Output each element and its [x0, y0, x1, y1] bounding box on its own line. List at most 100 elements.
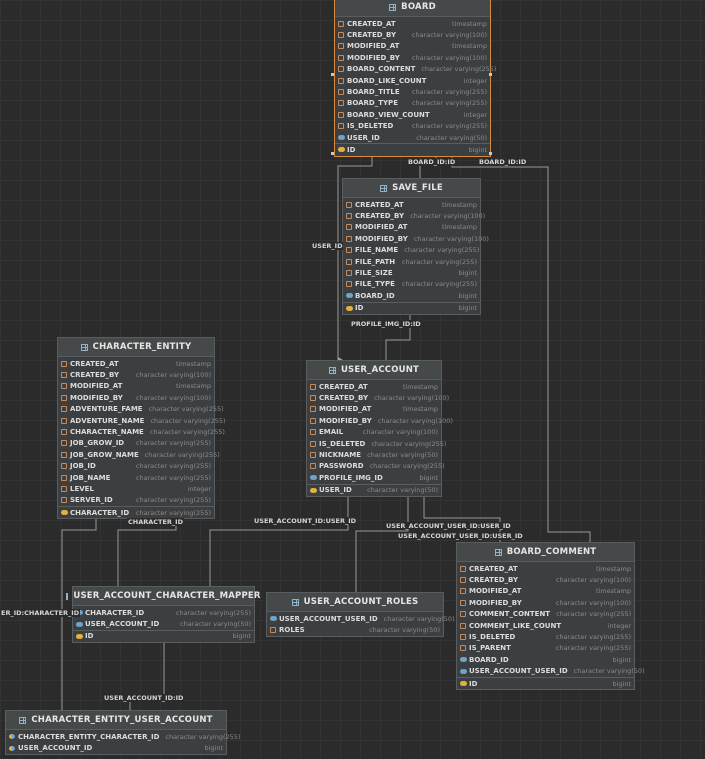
- column-name: CREATED_AT: [347, 19, 396, 28]
- table-header[interactable]: SAVE_FILE: [343, 179, 480, 198]
- table-header[interactable]: USER_ACCOUNT_ROLES: [267, 593, 443, 612]
- column-type: character varying(100): [410, 212, 486, 221]
- column-icon: [61, 463, 67, 470]
- column-type: bigint: [204, 744, 223, 753]
- table-header[interactable]: BOARD: [335, 0, 490, 17]
- selection-handle[interactable]: [489, 73, 492, 76]
- column-icon: [460, 645, 466, 652]
- table-header[interactable]: USER_ACCOUNT: [307, 361, 441, 380]
- selection-handle[interactable]: [331, 73, 334, 76]
- table-icon: [291, 598, 299, 606]
- column-name: EMAIL: [319, 428, 344, 437]
- table-header[interactable]: BOARD_COMMENT: [457, 543, 634, 562]
- column-name: USER_ACCOUNT_ID: [85, 620, 160, 629]
- primary-foreign-key-icon: [9, 734, 15, 740]
- column-type: bigint: [458, 269, 477, 278]
- table-header[interactable]: USER_ACCOUNT_CHARACTER_MAPPER: [66, 587, 260, 606]
- selection-handle[interactable]: [331, 152, 334, 155]
- table-header[interactable]: CHARACTER_ENTITY: [58, 338, 214, 357]
- column-type: character varying(50): [367, 451, 438, 460]
- column-name: BOARD_ID: [355, 291, 395, 300]
- column-name: JOB_GROW_ID: [70, 439, 125, 448]
- selection-handle[interactable]: [489, 152, 492, 155]
- column-name: ROLES: [279, 626, 305, 635]
- column-icon: [338, 43, 344, 50]
- edge-label-character-id: CHARACTER_ID: [127, 518, 184, 526]
- table-header[interactable]: CHARACTER_ENTITY_USER_ACCOUNT: [6, 711, 226, 730]
